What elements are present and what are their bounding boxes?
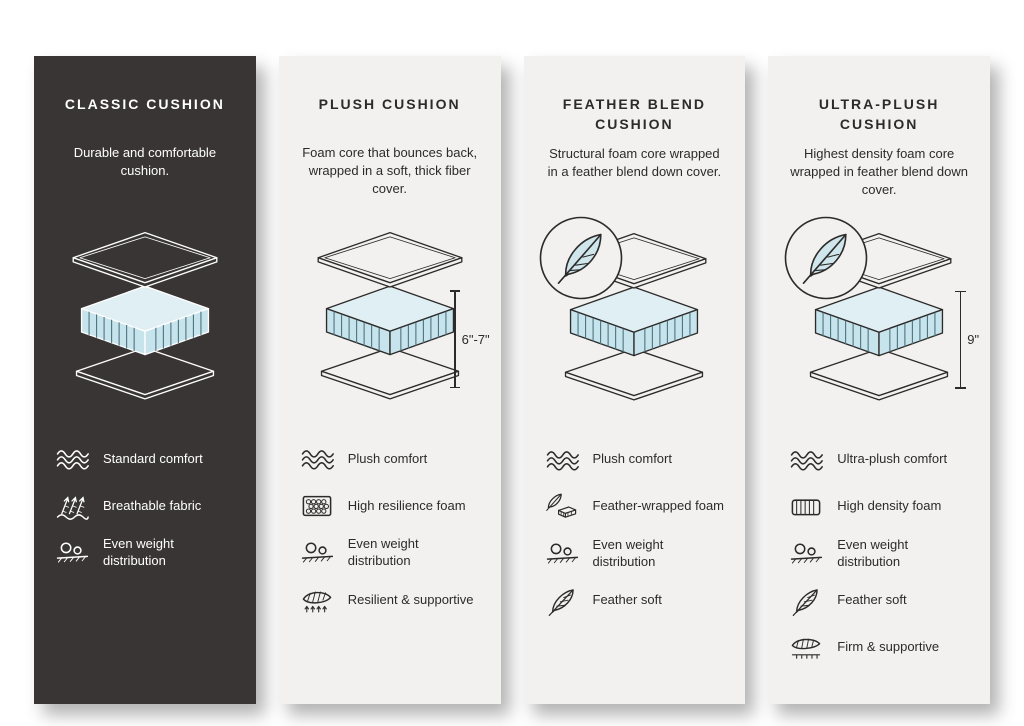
- feature-list: Ultra-plush comfort High density foam Ev…: [786, 443, 972, 678]
- feature-list: Plush comfort High resilience foam Even …: [297, 442, 483, 630]
- feature-item: Even weight distribution: [299, 536, 483, 570]
- height-measurement-label: 9": [967, 332, 980, 348]
- feature-item: Plush comfort: [299, 442, 483, 476]
- feature-item: Even weight distribution: [544, 537, 728, 571]
- waves-icon: [544, 443, 580, 477]
- feature-item: Feather soft: [788, 584, 972, 618]
- card-title: CLASSIC CUSHION: [64, 96, 225, 112]
- feature-label: Feather-wrapped foam: [592, 498, 725, 514]
- feather-badge-icon: [536, 213, 626, 303]
- feature-label: Feather soft: [592, 592, 662, 608]
- card-description: Foam core that bounces back, wrapped in …: [302, 145, 478, 197]
- feature-item: Ultra-plush comfort: [788, 443, 972, 477]
- cushion-illustration: 9": [787, 227, 979, 413]
- cushion-illustration: [53, 226, 237, 412]
- feather-badge-icon: [781, 213, 871, 303]
- feature-label: Even weight distribution: [592, 536, 664, 569]
- card-plush-cushion: PLUSH CUSHION Foam core that bounces bac…: [278, 56, 501, 704]
- feature-item: High density foam: [788, 490, 972, 524]
- card-description: Durable and comfortable cushion.: [73, 145, 217, 179]
- feature-item: Even weight distribution: [54, 536, 238, 570]
- feature-item: Firm & supportive: [788, 631, 972, 665]
- height-measurement-label: 6"-7": [461, 331, 490, 347]
- resilience-foam-icon: [299, 489, 335, 523]
- feature-label: High resilience foam: [347, 497, 466, 513]
- feature-label: Plush comfort: [347, 450, 428, 466]
- measurement-line: [450, 290, 459, 388]
- resilient-supportive-icon: [299, 583, 335, 617]
- even-weight-icon: [299, 536, 335, 570]
- feature-item: High resilience foam: [299, 489, 483, 523]
- feature-label: Breathable fabric: [103, 497, 202, 513]
- cushion-layers-icon: [53, 226, 237, 403]
- cushion-illustration: [542, 227, 726, 413]
- feature-list: Standard comfort Breathable fabric Even …: [52, 442, 238, 583]
- feature-label: Plush comfort: [592, 451, 672, 467]
- card-title: PLUSH CUSHION: [318, 96, 461, 112]
- feature-label: Resilient & supportive: [347, 591, 474, 607]
- card-title: ULTRA-PLUSH CUSHION: [818, 96, 940, 133]
- feature-item: Resilient & supportive: [299, 583, 483, 617]
- card-ultra-plush-cushion: ULTRA-PLUSH CUSHION Highest density foam…: [768, 56, 990, 704]
- height-measurement: 9": [956, 290, 980, 389]
- card-feather-blend-cushion: FEATHER BLEND CUSHION Structural foam co…: [523, 56, 746, 704]
- feature-list: Plush comfort Feather-wrapped foam Even …: [542, 443, 728, 631]
- feather-soft-icon: [788, 584, 824, 618]
- cushion-comparison-board: CLASSIC CUSHION Durable and comfortable …: [34, 56, 990, 704]
- feature-item: Breathable fabric: [54, 489, 238, 523]
- waves-icon: [54, 442, 90, 476]
- feature-item: Feather soft: [544, 584, 728, 618]
- feature-label: Even weight distribution: [103, 536, 174, 568]
- feature-item: Plush comfort: [544, 443, 728, 477]
- even-weight-icon: [54, 536, 90, 570]
- breathable-icon: [54, 489, 90, 523]
- high-density-foam-icon: [788, 490, 824, 524]
- feature-item: Even weight distribution: [788, 537, 972, 571]
- even-weight-icon: [544, 537, 580, 571]
- feature-item: Feather-wrapped foam: [544, 490, 728, 524]
- feature-label: High density foam: [837, 498, 942, 514]
- feather-wrapped-foam-icon: [544, 490, 580, 524]
- cushion-illustration: 6"-7": [298, 226, 490, 412]
- feature-label: Feather soft: [837, 592, 907, 608]
- height-measurement: 6"-7": [450, 290, 490, 388]
- feature-label: Ultra-plush comfort: [837, 451, 948, 467]
- feature-label: Firm & supportive: [837, 639, 940, 655]
- feature-item: Standard comfort: [54, 442, 238, 476]
- card-description: Highest density foam core wrapped in fea…: [790, 145, 969, 197]
- card-classic-cushion: CLASSIC CUSHION Durable and comfortable …: [34, 56, 256, 704]
- firm-supportive-icon: [788, 631, 824, 665]
- feather-soft-icon: [544, 584, 580, 618]
- waves-icon: [299, 442, 335, 476]
- card-description: Structural foam core wrapped in a feathe…: [547, 145, 722, 179]
- feature-label: Even weight distribution: [347, 536, 419, 568]
- even-weight-icon: [788, 537, 824, 571]
- measurement-line: [956, 290, 965, 389]
- feature-label: Even weight distribution: [837, 536, 909, 569]
- card-title: FEATHER BLEND CUSHION: [562, 96, 706, 133]
- waves-icon: [788, 443, 824, 477]
- feature-label: Standard comfort: [103, 450, 203, 466]
